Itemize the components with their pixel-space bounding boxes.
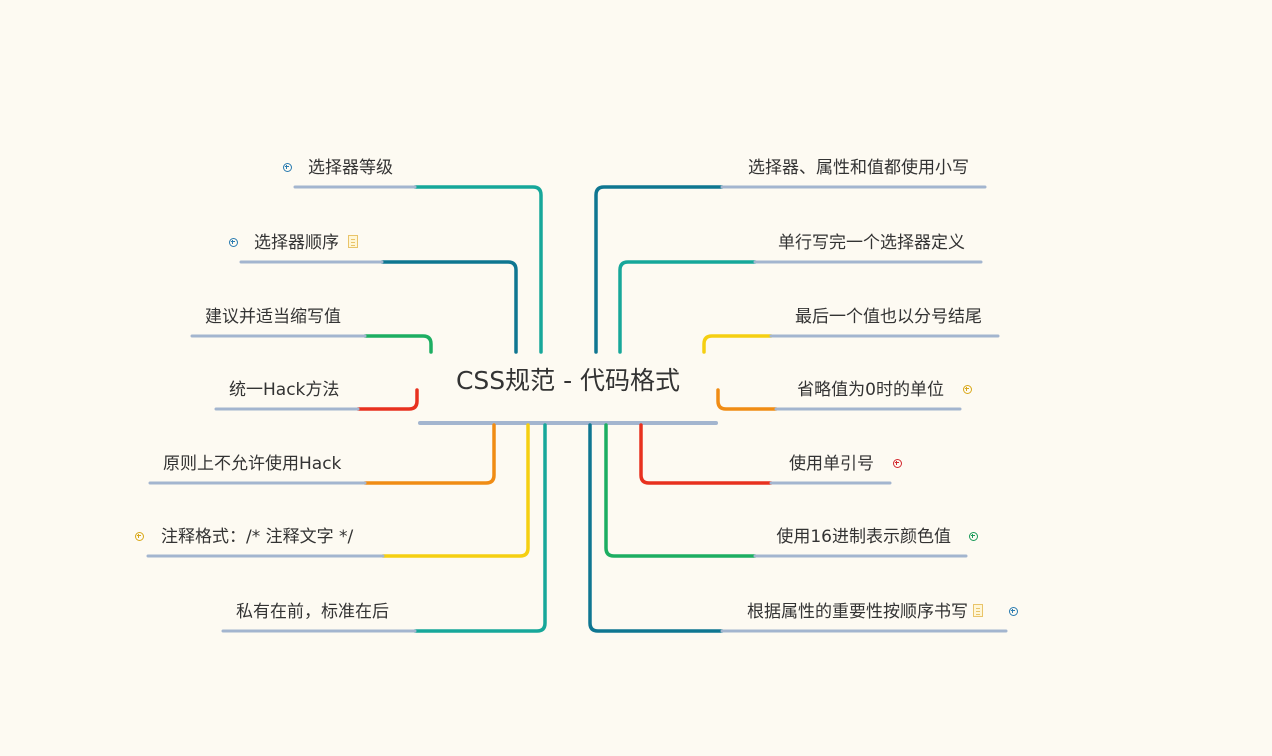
expand-icon[interactable]: [968, 531, 978, 541]
right-branch-connector: [604, 423, 757, 558]
expand-icon[interactable]: [228, 237, 238, 247]
right-topic-r5[interactable]: 使用单引号: [789, 454, 874, 474]
expand-icon[interactable]: [134, 531, 144, 541]
right-branch-connector: [594, 185, 724, 354]
left-branch-connector: [356, 388, 419, 411]
right-topic-r4[interactable]: 省略值为0时的单位: [797, 380, 944, 400]
left-topic-l7[interactable]: 私有在前，标准在后: [236, 602, 389, 622]
left-branch-connector: [381, 423, 530, 558]
note-icon[interactable]: [348, 235, 358, 248]
expand-icon[interactable]: [892, 458, 902, 468]
expand-icon[interactable]: [962, 384, 972, 394]
right-topic-r3[interactable]: 最后一个值也以分号结尾: [795, 307, 982, 327]
right-branch-connector: [639, 423, 773, 485]
left-topic-l5[interactable]: 原则上不允许使用Hack: [163, 454, 342, 474]
expand-icon[interactable]: [1008, 606, 1018, 616]
right-topic-r1[interactable]: 选择器、属性和值都使用小写: [748, 158, 969, 178]
right-branch-connector: [618, 260, 757, 354]
left-branch-connector: [380, 260, 518, 354]
left-topic-l2[interactable]: 选择器顺序: [254, 233, 339, 253]
expand-icon[interactable]: [282, 162, 292, 172]
left-branch-connector: [413, 185, 543, 354]
left-topic-l4[interactable]: 统一Hack方法: [229, 380, 340, 400]
left-branch-connector: [413, 423, 547, 633]
left-topic-l1[interactable]: 选择器等级: [308, 158, 393, 178]
central-topic[interactable]: CSS规范 - 代码格式: [455, 366, 681, 395]
right-branch-connector: [588, 423, 724, 633]
note-icon[interactable]: [973, 604, 983, 617]
left-topic-l3[interactable]: 建议并适当缩写值: [205, 307, 341, 327]
left-branch-connector: [363, 423, 496, 485]
right-branch-connector: [716, 388, 778, 411]
left-topic-l6[interactable]: 注释格式：/* 注释文字 */: [161, 527, 354, 547]
right-topic-r2[interactable]: 单行写完一个选择器定义: [778, 233, 965, 253]
right-branch-connector: [702, 334, 773, 354]
right-topic-r6[interactable]: 使用16进制表示颜色值: [776, 527, 951, 547]
right-topic-r7[interactable]: 根据属性的重要性按顺序书写: [747, 602, 968, 622]
left-branch-connector: [363, 334, 433, 354]
